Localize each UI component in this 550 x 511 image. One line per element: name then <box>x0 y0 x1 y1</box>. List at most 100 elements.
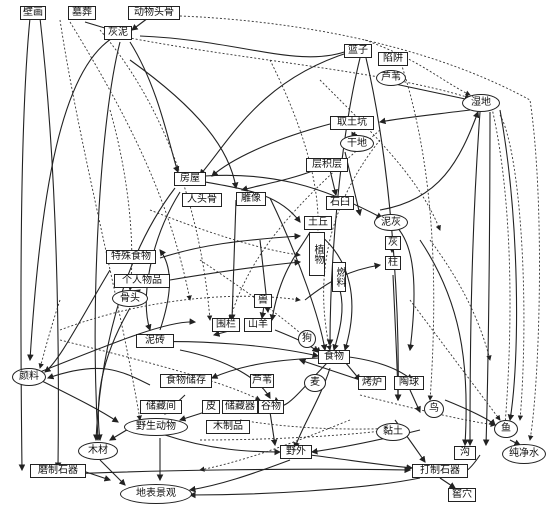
node-yeshengdongwu: 野生动物 <box>124 418 188 436</box>
edge-dotted <box>69 21 192 301</box>
node-nizhuan: 泥砖 <box>136 334 174 348</box>
node-muzhipin: 木制品 <box>206 420 250 434</box>
edge-dotted <box>364 39 471 96</box>
node-pi: 皮 <box>202 400 220 414</box>
node-luwei2: 芦苇 <box>250 374 274 388</box>
node-dongzhiwu: 植物 <box>309 232 325 276</box>
node-fangwu: 房屋 <box>174 172 206 186</box>
edge-dotted <box>199 419 351 472</box>
node-huini: 灰泥 <box>104 26 132 40</box>
edge-dotted <box>429 239 492 361</box>
node-niao: 鸟 <box>424 400 444 418</box>
edge-dotted <box>119 35 471 100</box>
edge <box>18 17 31 472</box>
edge-dotted <box>319 79 441 231</box>
edge <box>379 110 480 211</box>
edge <box>178 411 206 422</box>
edge <box>46 367 151 386</box>
node-yu: 鱼 <box>494 420 518 438</box>
node-guwu: 谷物 <box>258 400 284 414</box>
edge <box>39 17 62 470</box>
node-shiwu: 食物 <box>318 350 350 364</box>
edge-dotted <box>149 209 301 258</box>
node-muzang: 墓葬 <box>68 6 96 20</box>
node-shanyang: 山羊 <box>244 318 272 332</box>
node-gandi: 干地 <box>340 135 374 152</box>
edge-dotted <box>38 299 61 369</box>
edge <box>269 197 328 352</box>
edge <box>309 454 414 471</box>
node-dazhishiqi: 打制石器 <box>412 464 468 478</box>
edge-dotted <box>179 15 540 441</box>
node-tupi: 土丘 <box>304 216 332 230</box>
node-taoqiu: 陶球 <box>394 376 424 390</box>
node-gou2: 沟 <box>454 446 476 460</box>
edge-dotted <box>109 109 134 291</box>
node-chucangqi: 储藏器 <box>222 400 258 414</box>
node-jiaoxue: 窖穴 <box>448 488 476 502</box>
edge <box>145 191 181 332</box>
edge <box>269 231 311 322</box>
node-rentougu: 人头骨 <box>182 193 222 207</box>
edge <box>394 224 415 352</box>
node-shijiu: 石臼 <box>326 196 354 210</box>
edge <box>240 169 316 192</box>
edge <box>149 341 320 358</box>
edge-dotted <box>489 99 511 426</box>
node-mai: 麦 <box>304 374 326 392</box>
edge <box>409 389 421 414</box>
edge <box>204 174 383 219</box>
edge <box>179 349 271 399</box>
node-gutou: 骨头 <box>112 290 148 307</box>
edge-dotted <box>199 427 391 441</box>
edge-dotted <box>499 114 525 421</box>
node-shou: 兽 <box>254 294 272 308</box>
edge <box>199 51 351 176</box>
edge-dotted <box>59 19 142 421</box>
edge <box>394 83 472 103</box>
edge <box>344 361 361 381</box>
node-yewai: 野外 <box>280 445 312 459</box>
edge <box>211 123 331 177</box>
node-qutukeng: 取土坑 <box>330 116 374 130</box>
edge-dotted <box>99 29 213 321</box>
node-dibiaojingguan: 地表景观 <box>120 484 192 504</box>
node-chunjingshui: 纯净水 <box>502 444 546 464</box>
edge <box>188 477 421 499</box>
node-teshushiwu: 特殊食物 <box>106 250 156 264</box>
edge <box>392 274 402 402</box>
edge <box>44 466 412 476</box>
edge <box>293 367 331 450</box>
edge <box>131 17 149 31</box>
edge <box>129 59 239 190</box>
node-gerenwupin: 个人物品 <box>114 274 170 288</box>
edge <box>169 259 302 281</box>
node-mozhishiqi: 磨制石器 <box>30 464 86 478</box>
edge-dotted <box>359 394 496 428</box>
node-tanmu: 柱 <box>385 256 401 270</box>
edge-dotted <box>323 139 381 351</box>
node-xianjing: 陷阱 <box>378 52 408 66</box>
node-nihui: 泥灰 <box>374 214 408 231</box>
edge-dotted <box>59 339 261 401</box>
edge <box>129 41 180 174</box>
edge <box>269 411 278 447</box>
edge <box>139 35 352 58</box>
edge-dotted <box>409 299 501 421</box>
node-niantu: 黏土 <box>376 423 410 441</box>
node-shidi: 湿地 <box>462 94 500 112</box>
node-ranliao: 燃料 <box>332 262 346 292</box>
edge <box>499 109 518 422</box>
edge <box>44 269 111 373</box>
node-weilan: 围栏 <box>212 318 240 332</box>
edge-dotted <box>228 129 381 321</box>
edge <box>96 307 131 442</box>
node-hui: 灰 <box>385 236 401 250</box>
node-shaolu: 烤炉 <box>358 376 386 390</box>
edge <box>466 111 481 447</box>
node-bihua: 壁画 <box>20 6 46 20</box>
node-chucangjian: 储藏间 <box>140 400 182 414</box>
node-lanzi: 篮子 <box>344 44 372 58</box>
